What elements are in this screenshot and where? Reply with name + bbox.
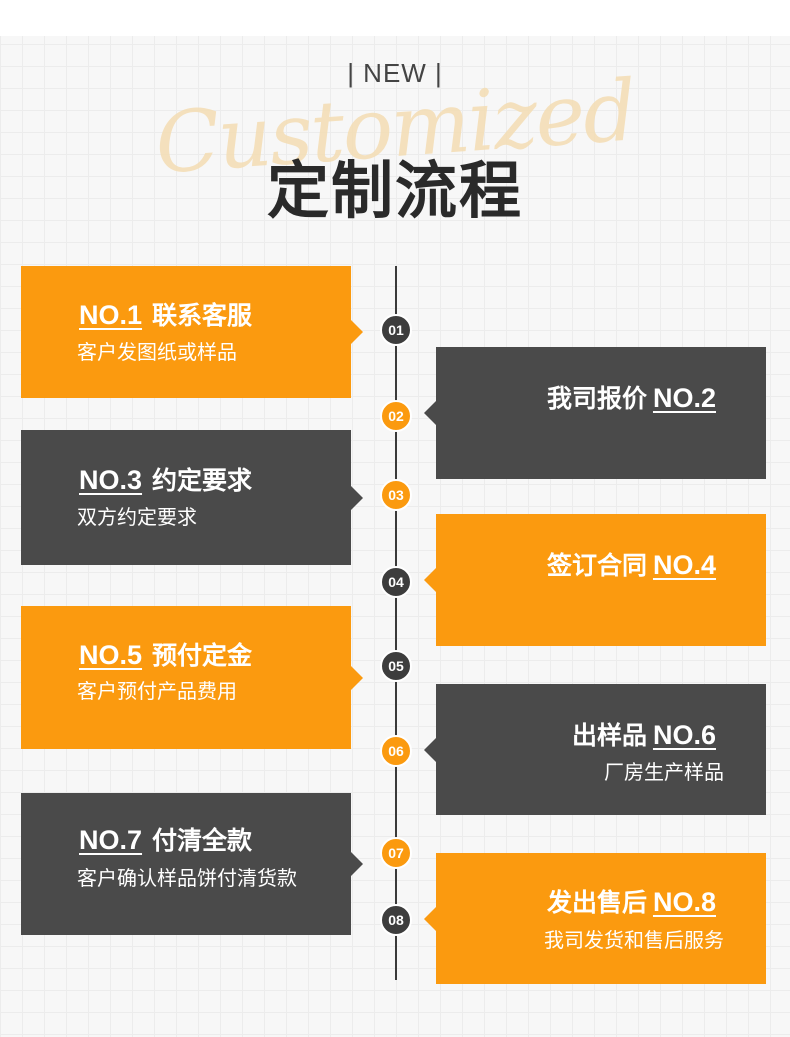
step-card-5: NO.5 预付定金 客户预付产品费用 — [21, 606, 363, 749]
timeline-node-02: 02 — [380, 400, 412, 432]
card-pointer — [351, 665, 363, 690]
top-band — [0, 0, 790, 36]
step-card-7: NO.7 付清全款 客户确认样品饼付清货款 — [21, 793, 363, 935]
timeline-node-06: 06 — [380, 735, 412, 767]
step-card-6: 出样品 NO.6 厂房生产样品 — [424, 684, 766, 815]
step-number: NO.2 — [652, 383, 716, 413]
step-description: 客户发图纸或样品 — [77, 340, 237, 364]
step-header: 签订合同 NO.4 — [547, 546, 716, 582]
step-title: 出样品 — [571, 721, 647, 750]
card-pointer — [351, 485, 363, 510]
step-header: 发出售后 NO.8 — [547, 883, 716, 919]
header-new-label: | NEW | — [347, 58, 443, 88]
step-title: 我司报价 — [546, 384, 647, 413]
timeline-node-05: 05 — [380, 650, 412, 682]
step-title: 预付定金 — [152, 641, 253, 670]
step-number: NO.8 — [652, 887, 716, 917]
step-header: NO.1 联系客服 — [79, 296, 252, 332]
step-card-3: NO.3 约定要求 双方约定要求 — [21, 430, 363, 565]
step-description: 客户确认样品饼付清货款 — [77, 866, 297, 890]
timeline-node-08: 08 — [380, 904, 412, 936]
step-header: NO.3 约定要求 — [79, 461, 252, 497]
step-title: 付清全款 — [152, 826, 253, 855]
step-number: NO.5 — [79, 640, 143, 670]
card-pointer — [424, 737, 436, 762]
step-header: 我司报价 NO.2 — [547, 379, 716, 415]
card-pointer — [424, 401, 436, 425]
step-title: 约定要求 — [152, 466, 253, 495]
step-title: 签订合同 — [546, 551, 647, 580]
step-header: NO.5 预付定金 — [79, 636, 252, 672]
card-pointer — [351, 320, 363, 344]
timeline-node-03: 03 — [380, 479, 412, 511]
step-number: NO.4 — [652, 550, 716, 580]
timeline-node-01: 01 — [380, 314, 412, 346]
card-pointer — [424, 906, 436, 931]
page-title: 定制流程 — [266, 154, 523, 227]
step-description: 我司发货和售后服务 — [544, 928, 724, 952]
timeline-node-04: 04 — [380, 566, 412, 598]
card-pointer — [351, 852, 363, 876]
card-pointer — [424, 568, 436, 592]
step-card-8: 发出售后 NO.8 我司发货和售后服务 — [424, 853, 766, 984]
step-number: NO.7 — [79, 825, 143, 855]
step-title: 联系客服 — [152, 301, 253, 330]
step-description: 双方约定要求 — [77, 505, 197, 529]
step-description: 客户预付产品费用 — [77, 679, 237, 703]
step-card-4: 签订合同 NO.4 — [424, 514, 766, 646]
step-title: 发出售后 — [546, 888, 647, 917]
step-number: NO.1 — [79, 300, 143, 330]
step-header: NO.7 付清全款 — [79, 821, 252, 857]
timeline-line — [395, 266, 397, 980]
step-number: NO.3 — [79, 465, 143, 495]
step-description: 厂房生产样品 — [604, 760, 724, 784]
step-number: NO.6 — [652, 720, 716, 750]
timeline-node-07: 07 — [380, 837, 412, 869]
step-header: 出样品 NO.6 — [572, 716, 716, 752]
step-card-1: NO.1 联系客服 客户发图纸或样品 — [21, 266, 363, 398]
step-card-2: 我司报价 NO.2 — [424, 347, 766, 479]
